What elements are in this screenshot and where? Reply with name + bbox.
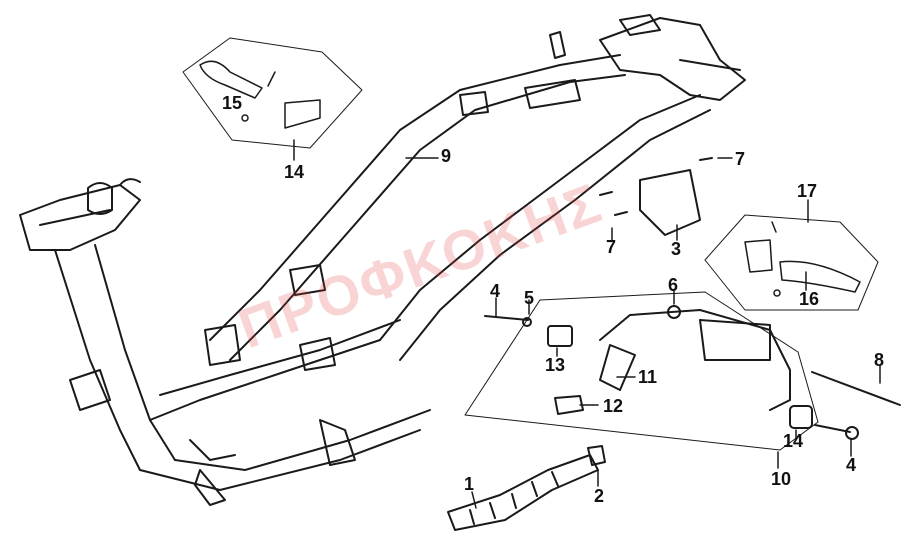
callout-14-upper: 14: [284, 162, 305, 182]
callout-4-lower: 4: [846, 455, 857, 475]
callout-11: 11: [638, 367, 658, 387]
callout-4-upper: 4: [490, 281, 501, 301]
callout-13: 13: [545, 355, 566, 375]
callout-7-left: 7: [606, 237, 617, 257]
leader-lines: [293, 139, 881, 509]
callout-2: 2: [594, 486, 605, 506]
detail-panel-15: [182, 37, 363, 149]
callout-9: 9: [441, 146, 452, 166]
callout-10: 10: [771, 469, 792, 489]
callout-16: 16: [799, 289, 820, 309]
callout-17: 17: [797, 181, 818, 201]
detail-bracket-16: [744, 221, 861, 297]
callout-7-right: 7: [735, 149, 746, 169]
callout-6: 6: [668, 275, 679, 295]
detail-panel-17: [704, 214, 879, 311]
detail-panel-10: [464, 291, 819, 451]
steering-head: [19, 178, 141, 251]
center-stand: [484, 305, 901, 440]
callout-8: 8: [874, 350, 885, 370]
detail-bracket-15: [199, 60, 321, 129]
callout-3: 3: [671, 239, 682, 259]
floor-frame: [139, 319, 431, 506]
callout-14-lower: 14: [783, 431, 804, 451]
callout-12: 12: [603, 396, 624, 416]
main-tube: [204, 54, 711, 371]
down-tube: [54, 244, 176, 471]
callout-5: 5: [524, 288, 535, 308]
rear-subframe: [459, 14, 746, 116]
callout-15: 15: [222, 93, 243, 113]
stand-bracket: [599, 157, 713, 236]
callout-1: 1: [464, 474, 475, 494]
